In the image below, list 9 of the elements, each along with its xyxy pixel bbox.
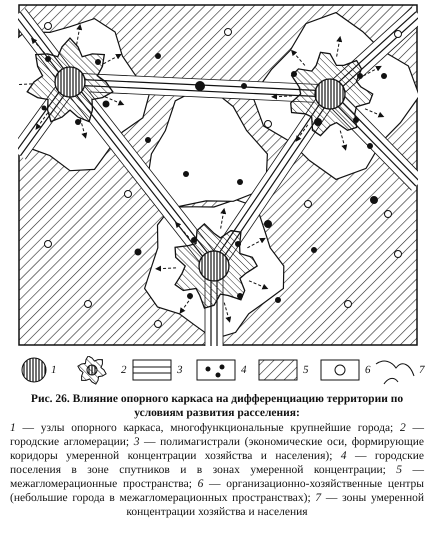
legend-number: 2 [121,364,126,376]
figure-title: Рис. 26. Влияние опорного каркаса на дифференциацию территории по условиям развития расселения: [30,392,404,420]
legend-number: 6 [365,364,370,376]
legend-number: 1 [51,364,56,376]
figure-caption: 1 — узлы опорного каркаса, многофункциональные крупнейшие города; 2 — городские агломерации; 3 — полимагистрали (экономические оси, формирующие коридоры умеренной концентрации хозяйства и населения); 4 — городские поселения в зоне спутников и в зонах умеренной концентрации; 5 — межагломерационные пространства; 6 — организационно-хозяйственные центры (небольшие города в межагломерационных пространствах); 7 — зоны умеренной концентрации хозяйства и населения [10,421,424,519]
legend-number: 4 [241,364,246,376]
legend-number: 3 [177,364,182,376]
legend-number: 5 [303,364,308,376]
legend-number: 7 [419,364,424,376]
